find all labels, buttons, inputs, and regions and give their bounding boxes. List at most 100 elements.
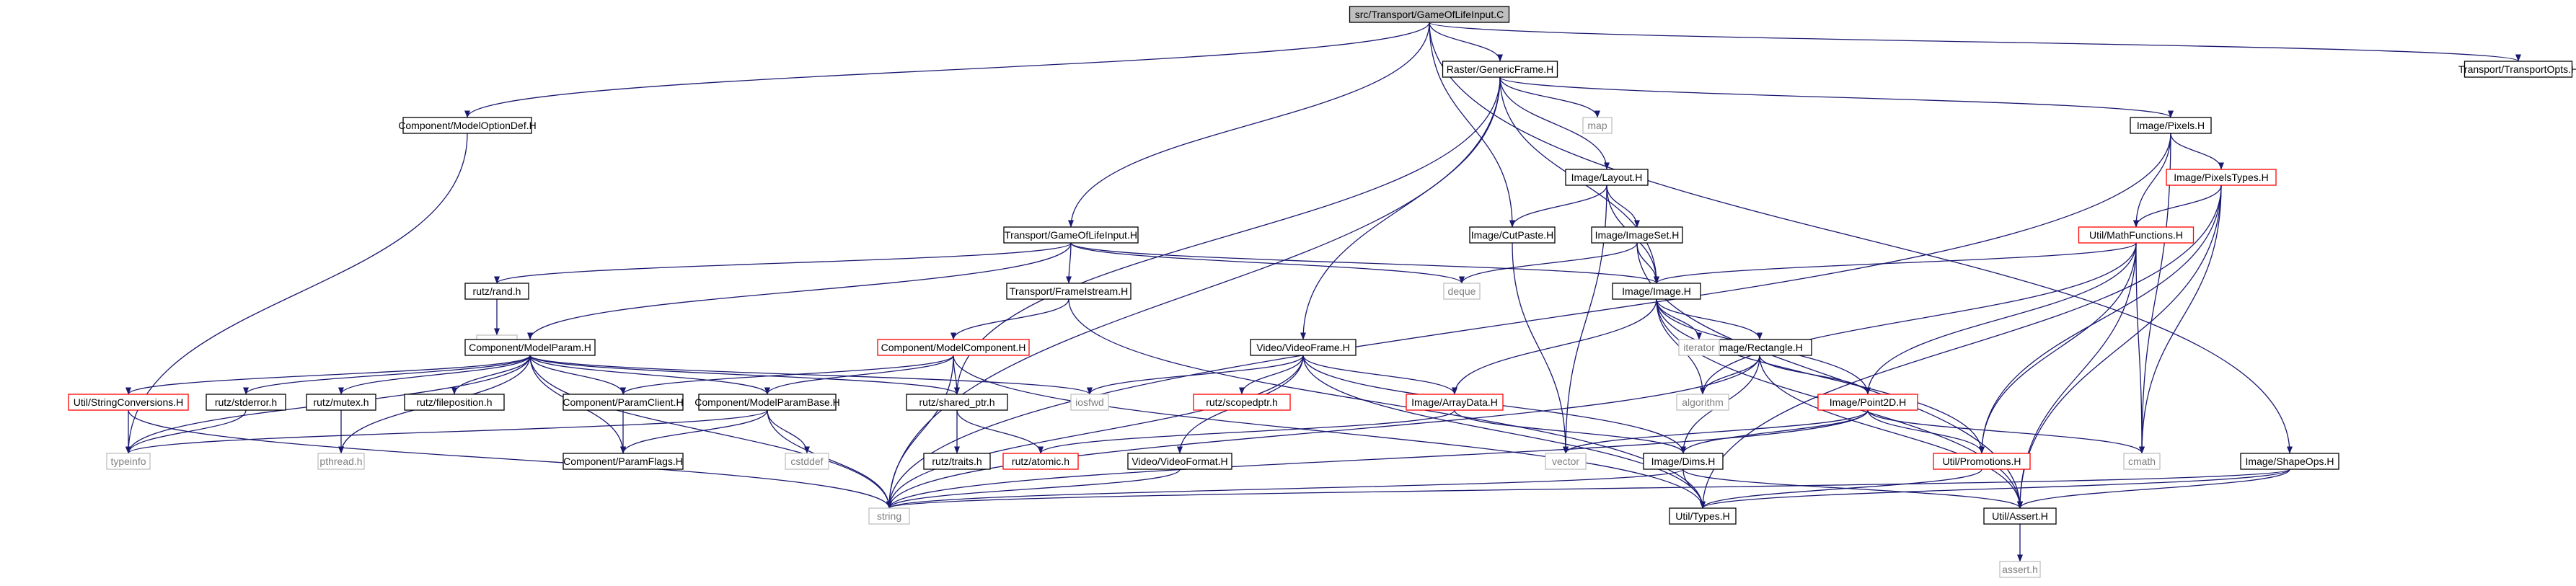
- node-box: [877, 339, 1030, 356]
- node-box: [1006, 283, 1132, 300]
- edge-video-videoframe-h-to-image-arraydata-h: [1302, 355, 1457, 395]
- node-rutz-shared-ptr-h[interactable]: rutz/shared_ptr.h: [906, 394, 1008, 411]
- edge-component-modelparam-h-to-util-stringconversions-h: [125, 355, 531, 395]
- node-image-point2d-h[interactable]: Image/Point2D.H: [1817, 394, 1918, 411]
- node-box: [1676, 394, 1729, 411]
- node-box: [1582, 117, 1613, 134]
- node-rutz-rand-h[interactable]: rutz/rand.h: [464, 283, 529, 300]
- edge-util-mathfunctions-h-to-image-point2d-h: [1865, 242, 2137, 395]
- node-rutz-traits-h[interactable]: rutz/traits.h: [923, 453, 991, 470]
- node-rutz-atomic-h[interactable]: rutz/atomic.h: [1002, 453, 1079, 470]
- node-box: [1406, 394, 1504, 411]
- node-label: Component/ModelParamBase.H: [694, 396, 840, 408]
- node-label: iosfwd: [1075, 396, 1104, 408]
- node-label: typeinfo: [110, 456, 146, 467]
- node-label: src/Transport/GameOfLifeInput.C: [1355, 9, 1504, 20]
- edge-video-videoframe-h-to-string: [886, 355, 1304, 509]
- node-box: [68, 394, 189, 411]
- edge-image-pixelstypes-h-to-util-mathfunctions-h: [2133, 185, 2222, 228]
- node-label: rutz/scopedptr.h: [1206, 396, 1278, 408]
- edge-image-rectangle-h-to-algorithm: [1700, 355, 1760, 395]
- node-image-image-h[interactable]: Image/Image.H: [1612, 283, 1701, 300]
- node-component-paramflags-h[interactable]: Component/ParamFlags.H: [563, 453, 684, 470]
- edge-component-modelparam-h-to-string: [529, 355, 892, 509]
- edge-image-shapeops-h-to-util-types-h: [1700, 469, 2290, 509]
- node-image-cutpaste-h[interactable]: Image/CutPaste.H: [1469, 226, 1556, 244]
- node-video-videoformat-h[interactable]: Video/VideoFormat.H: [1127, 453, 1232, 470]
- node-label: assert.h: [2002, 564, 2038, 575]
- node-util-promotions-h[interactable]: Util/Promotions.H: [1933, 453, 2031, 470]
- node-label: Util/StringConversions.H: [74, 396, 184, 408]
- node-algorithm: algorithm: [1676, 394, 1729, 411]
- node-image-pixels-h[interactable]: Image/Pixels.H: [2130, 117, 2212, 134]
- node-raster-genericframe-h[interactable]: Raster/GenericFrame.H: [1442, 61, 1558, 78]
- edge-transport-gameoflifeinput-h-to-deque: [1070, 242, 1465, 284]
- node-image-layout-h[interactable]: Image/Layout.H: [1565, 169, 1649, 186]
- node-rutz-mutex-h[interactable]: rutz/mutex.h: [306, 394, 376, 411]
- node-component-modelparambase-h[interactable]: Component/ModelParamBase.H: [694, 394, 840, 411]
- node-video-videoframe-h[interactable]: Video/VideoFrame.H: [1250, 339, 1357, 356]
- node-label: algorithm: [1682, 396, 1724, 408]
- node-box: [1565, 169, 1649, 186]
- edge-image-imageset-h-to-deque: [1459, 242, 1638, 284]
- node-image-shapeops-h[interactable]: Image/ShapeOps.H: [2240, 453, 2339, 470]
- edge-raster-genericframe-h-to-image-pixels-h: [1499, 76, 2174, 118]
- node-util-stringconversions-h[interactable]: Util/StringConversions.H: [68, 394, 189, 411]
- edge-transport-frameistream-h-to-component-modelcomponent-h: [950, 298, 1069, 340]
- node-label: Image/PixelsTypes.H: [2174, 172, 2269, 183]
- node-component-modeloptiondef-h[interactable]: Component/ModelOptionDef.H: [398, 117, 537, 134]
- node-box: [1193, 394, 1291, 411]
- edge-component-modelparambase-h-to-typeinfo: [125, 409, 768, 454]
- node-label: Image/Point2D.H: [1830, 396, 1907, 408]
- node-box: [2240, 453, 2339, 470]
- node-transport-frameistream-h[interactable]: Transport/FrameIstream.H: [1006, 283, 1132, 300]
- edge-transport-gameoflifeinput-h-to-rutz-rand-h: [494, 242, 1072, 284]
- node-image-rectangle-h[interactable]: Image/Rectangle.H: [1707, 339, 1812, 356]
- edge-component-modelcomponent-h-to-component-paramclient-h: [620, 355, 954, 395]
- node-box: [698, 394, 837, 411]
- edge-image-pixels-h-to-cmath: [2139, 133, 2171, 454]
- node-label: rutz/shared_ptr.h: [919, 396, 994, 408]
- node-rutz-scopedptr-h[interactable]: rutz/scopedptr.h: [1193, 394, 1291, 411]
- node-map: map: [1582, 117, 1613, 134]
- node-label: Util/Assert.H: [1992, 510, 2048, 522]
- node-label: Component/ModelOptionDef.H: [398, 120, 536, 131]
- edge-util-promotions-h-to-util-types-h: [1700, 469, 1982, 509]
- edge-image-pixelstypes-h-to-util-promotions-h: [1979, 185, 2222, 454]
- edge-image-pixelstypes-h-to-cmath: [2139, 185, 2222, 454]
- edge-image-rectangle-h-to-string: [886, 355, 1760, 509]
- node-transport-gameoflifeinput-h[interactable]: Transport/GameOfLifeInput.H: [1003, 226, 1139, 244]
- node-image-dims-h[interactable]: Image/Dims.H: [1643, 453, 1724, 470]
- edge-util-stringconversions-h-to-string: [128, 409, 892, 509]
- node-box: [404, 394, 505, 411]
- node-transport-transportopts-h[interactable]: Transport/TransportOpts.H: [2458, 61, 2576, 78]
- edge-component-modeloptiondef-h-to-typeinfo: [125, 133, 468, 454]
- node-box: [2463, 61, 2573, 78]
- edge-image-image-h-to-image-rectangle-h: [1656, 298, 1763, 340]
- node-util-mathfunctions-h[interactable]: Util/MathFunctions.H: [2078, 226, 2195, 244]
- node-image-arraydata-h[interactable]: Image/ArrayData.H: [1406, 394, 1504, 411]
- node-rutz-fileposition-h[interactable]: rutz/fileposition.h: [404, 394, 505, 411]
- node-image-pixelstypes-h[interactable]: Image/PixelsTypes.H: [2166, 169, 2277, 186]
- node-util-assert-h[interactable]: Util/Assert.H: [1983, 507, 2057, 525]
- node-image-imageset-h[interactable]: Image/ImageSet.H: [1591, 226, 1683, 244]
- node-component-paramclient-h[interactable]: Component/ParamClient.H: [563, 394, 684, 411]
- node-label: iterator: [1683, 342, 1715, 353]
- node-rutz-stderror-h[interactable]: rutz/stderror.h: [206, 394, 286, 411]
- edge-image-layout-h-to-image-imageset-h: [1606, 185, 1640, 228]
- node-box: [1003, 226, 1139, 244]
- node-component-modelcomponent-h[interactable]: Component/ModelComponent.H: [877, 339, 1030, 356]
- node-box: [1349, 6, 1510, 23]
- node-box: [1612, 283, 1701, 300]
- node-cstddef: cstddef: [785, 453, 829, 470]
- edge-src-transport-gameoflifeinput-c-to-component-modeloptiondef-h: [464, 22, 1430, 118]
- edge-image-pixels-h-to-string: [886, 133, 2171, 509]
- node-iterator: iterator: [1678, 339, 1720, 356]
- node-component-modelparam-h[interactable]: Component/ModelParam.H: [464, 339, 596, 356]
- node-label: rutz/atomic.h: [1012, 456, 1069, 467]
- node-src-transport-gameoflifeinput-c[interactable]: src/Transport/GameOfLifeInput.C: [1349, 6, 1510, 23]
- node-label: Image/Dims.H: [1651, 456, 1716, 467]
- edge-component-modelparam-h-to-component-paramclient-h: [529, 355, 626, 395]
- edge-image-layout-h-to-vector: [1563, 185, 1607, 454]
- node-util-types-h[interactable]: Util/Types.H: [1669, 507, 1737, 525]
